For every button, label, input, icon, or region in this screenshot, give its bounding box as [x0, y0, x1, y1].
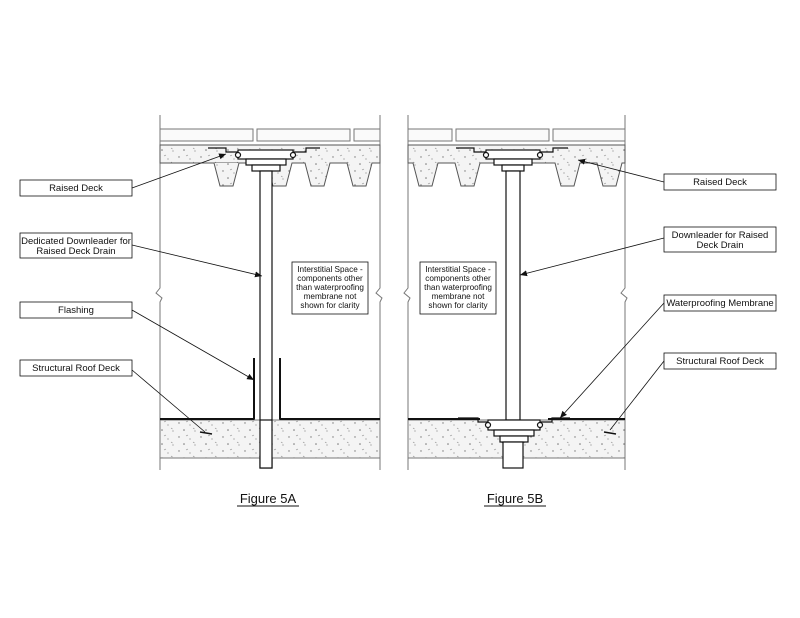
note-line-2: components other: [297, 274, 363, 283]
wall-outline-5a: [155, 115, 383, 470]
label-text-line1: Downleader for Raised: [672, 230, 769, 241]
label-text-line1: Dedicated Downleader for: [21, 236, 131, 247]
label-raised-deck-5a: Raised Deck: [19, 153, 227, 197]
label-text-line2: Deck Drain: [697, 240, 744, 251]
label-text: Raised Deck: [693, 177, 747, 188]
label-raised-deck-5b: Raised Deck: [577, 158, 777, 191]
figure-5b: Interstitial Space - components other th…: [403, 115, 777, 507]
label-text: Flashing: [58, 305, 94, 316]
label-text: Waterproofing Membrane: [666, 298, 773, 309]
note-line-5: shown for clarity: [300, 301, 360, 310]
note-line-1: Interstitial Space -: [297, 265, 363, 274]
figure-caption-5b: Figure 5B: [487, 491, 543, 506]
interstitial-note-5b: Interstitial Space - components other th…: [419, 261, 497, 315]
interstitial-note-5a: Interstitial Space - components other th…: [291, 261, 369, 315]
note-line-3: than waterproofing: [296, 283, 364, 292]
downleader-pipe-5b: [505, 170, 521, 421]
label-text: Raised Deck: [49, 183, 103, 194]
paver-row-5a: [159, 128, 381, 142]
label-structural-roof-deck-5a: Structural Roof Deck: [19, 359, 213, 435]
label-structural-roof-deck-5b: Structural Roof Deck: [603, 352, 777, 435]
wall-outline-5b: [403, 115, 628, 470]
label-waterproofing-membrane-5b: Waterproofing Membrane: [559, 294, 777, 419]
label-text: Structural Roof Deck: [676, 356, 764, 367]
raised-deck-drain-5b: [456, 147, 568, 172]
downleader-pipe-lower-5b: [502, 441, 524, 469]
figure-caption-5a: Figure 5A: [240, 491, 297, 506]
label-flashing-5a: Flashing: [19, 301, 255, 381]
label-text: Structural Roof Deck: [32, 363, 120, 374]
raised-deck-slab-left-5a: [160, 162, 250, 187]
note-line-3: than waterproofing: [424, 283, 492, 292]
figure-5a: Interstitial Space - components other th…: [19, 115, 383, 507]
downleader-pipe-lower-5a: [259, 419, 273, 469]
note-line-4: membrane not: [304, 292, 358, 301]
note-line-5: shown for clarity: [428, 301, 488, 310]
note-line-4: membrane not: [432, 292, 486, 301]
label-text-line2: Raised Deck Drain: [36, 246, 115, 257]
label-downleader-5a: Dedicated Downleader for Raised Deck Dra…: [19, 232, 263, 278]
note-line-1: Interstitial Space -: [425, 265, 491, 274]
paver-row-5b: [407, 128, 626, 142]
label-downleader-5b: Downleader for Raised Deck Drain: [519, 226, 777, 277]
flashing-5a: [253, 358, 281, 420]
note-line-2: components other: [425, 274, 491, 283]
structural-deck-drain-5b: [458, 417, 570, 443]
